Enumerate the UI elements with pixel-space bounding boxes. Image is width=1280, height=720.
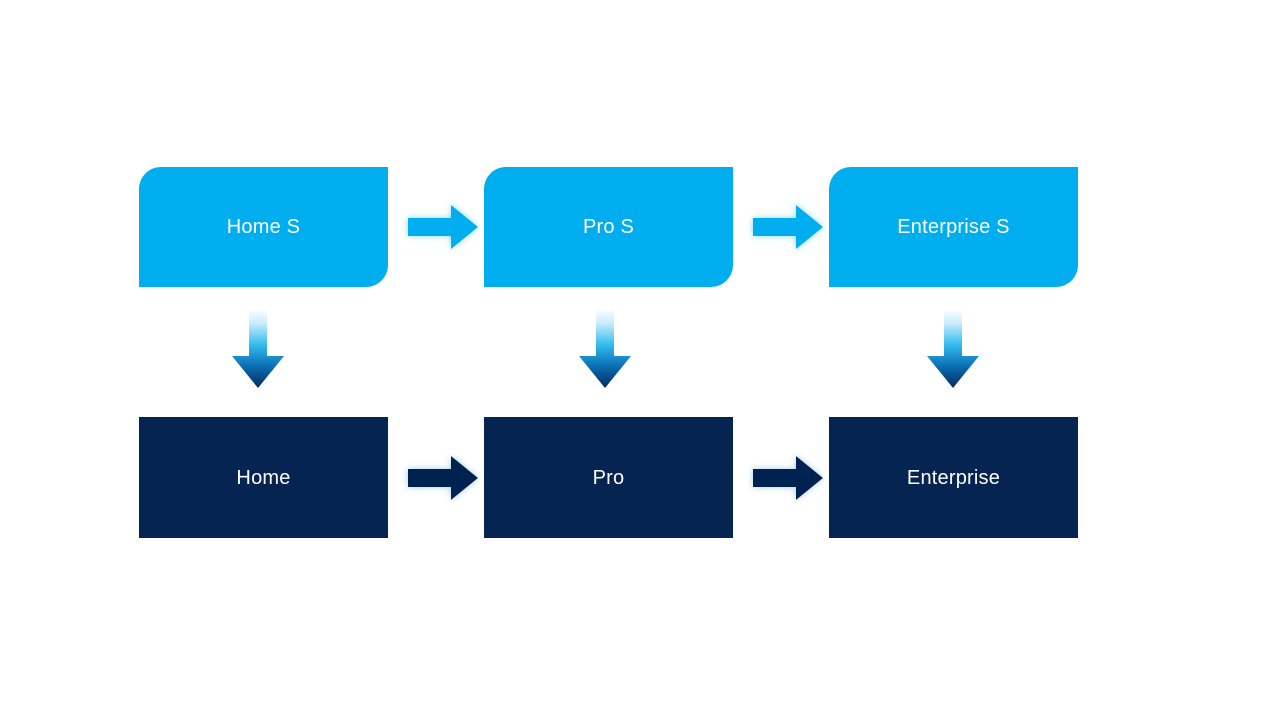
node-label: Pro <box>592 466 625 489</box>
node-label: Pro S <box>582 216 635 238</box>
node-label: Home <box>236 466 291 489</box>
down-arrow-1 <box>227 307 289 391</box>
node-enterprise-s[interactable]: Enterprise S <box>829 167 1078 287</box>
node-label: Home S <box>226 216 301 238</box>
arrow-right-icon <box>753 456 823 500</box>
arrow-down-icon <box>232 309 284 388</box>
arrow-down-icon <box>927 309 979 388</box>
top-arrow-1 <box>404 200 482 254</box>
down-arrow-2 <box>574 307 636 391</box>
node-home-s[interactable]: Home S <box>139 167 388 287</box>
arrow-right-icon <box>753 205 823 249</box>
bottom-arrow-1 <box>404 451 482 505</box>
node-pro-s[interactable]: Pro S <box>484 167 733 287</box>
arrow-down-icon <box>579 309 631 388</box>
top-arrow-2 <box>749 200 827 254</box>
node-enterprise[interactable]: Enterprise <box>829 417 1078 538</box>
bottom-arrow-2 <box>749 451 827 505</box>
arrow-right-icon <box>408 456 478 500</box>
node-label: Enterprise S <box>897 216 1010 238</box>
node-label: Enterprise <box>906 466 1001 489</box>
node-home[interactable]: Home <box>139 417 388 538</box>
down-arrow-3 <box>922 307 984 391</box>
node-pro[interactable]: Pro <box>484 417 733 538</box>
arrow-right-icon <box>408 205 478 249</box>
